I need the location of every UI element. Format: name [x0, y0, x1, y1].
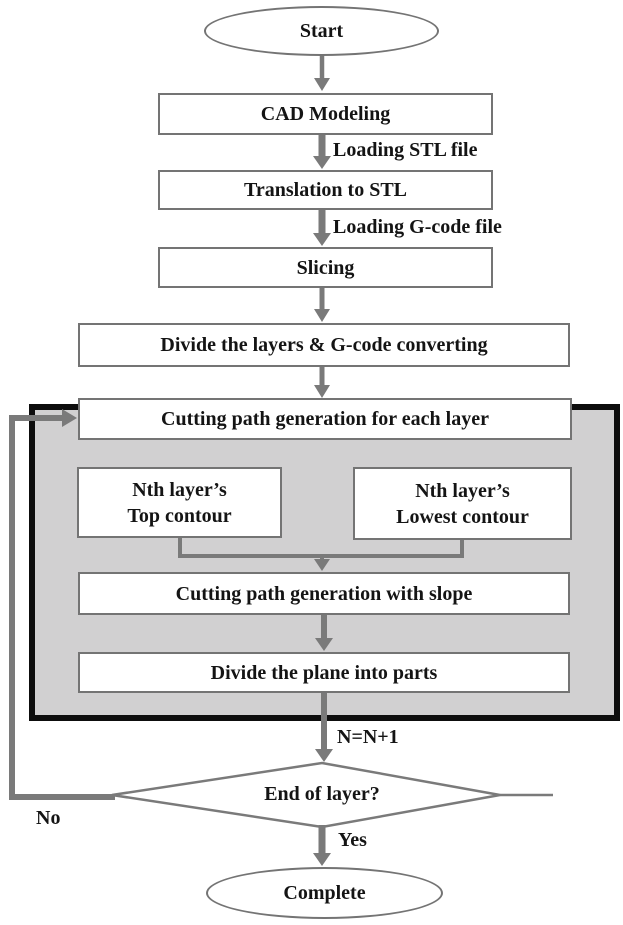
node-slope-label: Cutting path generation with slope: [175, 582, 473, 605]
node-start: Start: [204, 6, 439, 56]
node-divide-layers-label: Divide the layers & G-code converting: [160, 334, 488, 356]
edge-label-loading-stl: Loading STL file: [333, 139, 478, 161]
node-complete-label: Complete: [283, 882, 366, 904]
edge-label-no: No: [36, 807, 61, 829]
node-cad-modeling: CAD Modeling: [158, 93, 493, 135]
node-lowest-contour: Nth layer’s Lowest contour: [353, 467, 572, 540]
arrowhead-divideplane-decision-icon: [315, 749, 333, 762]
node-top-contour-line1: Nth layer’s: [132, 478, 227, 501]
edge-label-loading-gcode: Loading G-code file: [333, 216, 502, 238]
node-translation-stl-label: Translation to STL: [244, 179, 407, 201]
node-divide-plane: Divide the plane into parts: [78, 652, 570, 693]
node-divide-plane-label: Divide the plane into parts: [210, 661, 438, 684]
node-cad-modeling-label: CAD Modeling: [260, 103, 391, 125]
node-slope: Cutting path generation with slope: [78, 572, 570, 615]
edge-label-yes: Yes: [338, 829, 367, 851]
node-slicing: Slicing: [158, 247, 493, 288]
arrowhead-translation-slicing-icon: [313, 233, 331, 246]
no-loop-line: [9, 415, 115, 800]
node-start-label: Start: [299, 20, 344, 42]
node-top-contour-line2: Top contour: [127, 504, 232, 527]
node-cutting-each-layer: Cutting path generation for each layer: [78, 398, 572, 440]
no-loop-arrowhead-icon: [62, 409, 77, 427]
arrowhead-start-cad-icon: [314, 78, 330, 91]
node-slicing-label: Slicing: [296, 256, 355, 279]
node-divide-layers: Divide the layers & G-code converting: [78, 323, 570, 367]
arrowhead-contours-slope-icon: [314, 559, 330, 571]
edge-label-increment: N=N+1: [337, 726, 399, 748]
arrowhead-cad-translation-icon: [313, 156, 331, 169]
node-top-contour: Nth layer’s Top contour: [77, 467, 282, 538]
node-lowest-contour-line1: Nth layer’s: [415, 479, 510, 502]
arrowhead-yes-complete-icon: [313, 853, 331, 866]
arrowhead-slope-divideplane-icon: [315, 638, 333, 651]
arrowhead-slicing-divide-icon: [314, 309, 330, 322]
node-end-of-layer-label: End of layer?: [264, 783, 380, 805]
node-complete: Complete: [206, 867, 443, 919]
node-cutting-each-layer-label: Cutting path generation for each layer: [161, 408, 489, 430]
node-translation-stl: Translation to STL: [158, 170, 493, 210]
arrowhead-divide-cutting-icon: [314, 385, 330, 398]
node-lowest-contour-line2: Lowest contour: [396, 505, 529, 528]
